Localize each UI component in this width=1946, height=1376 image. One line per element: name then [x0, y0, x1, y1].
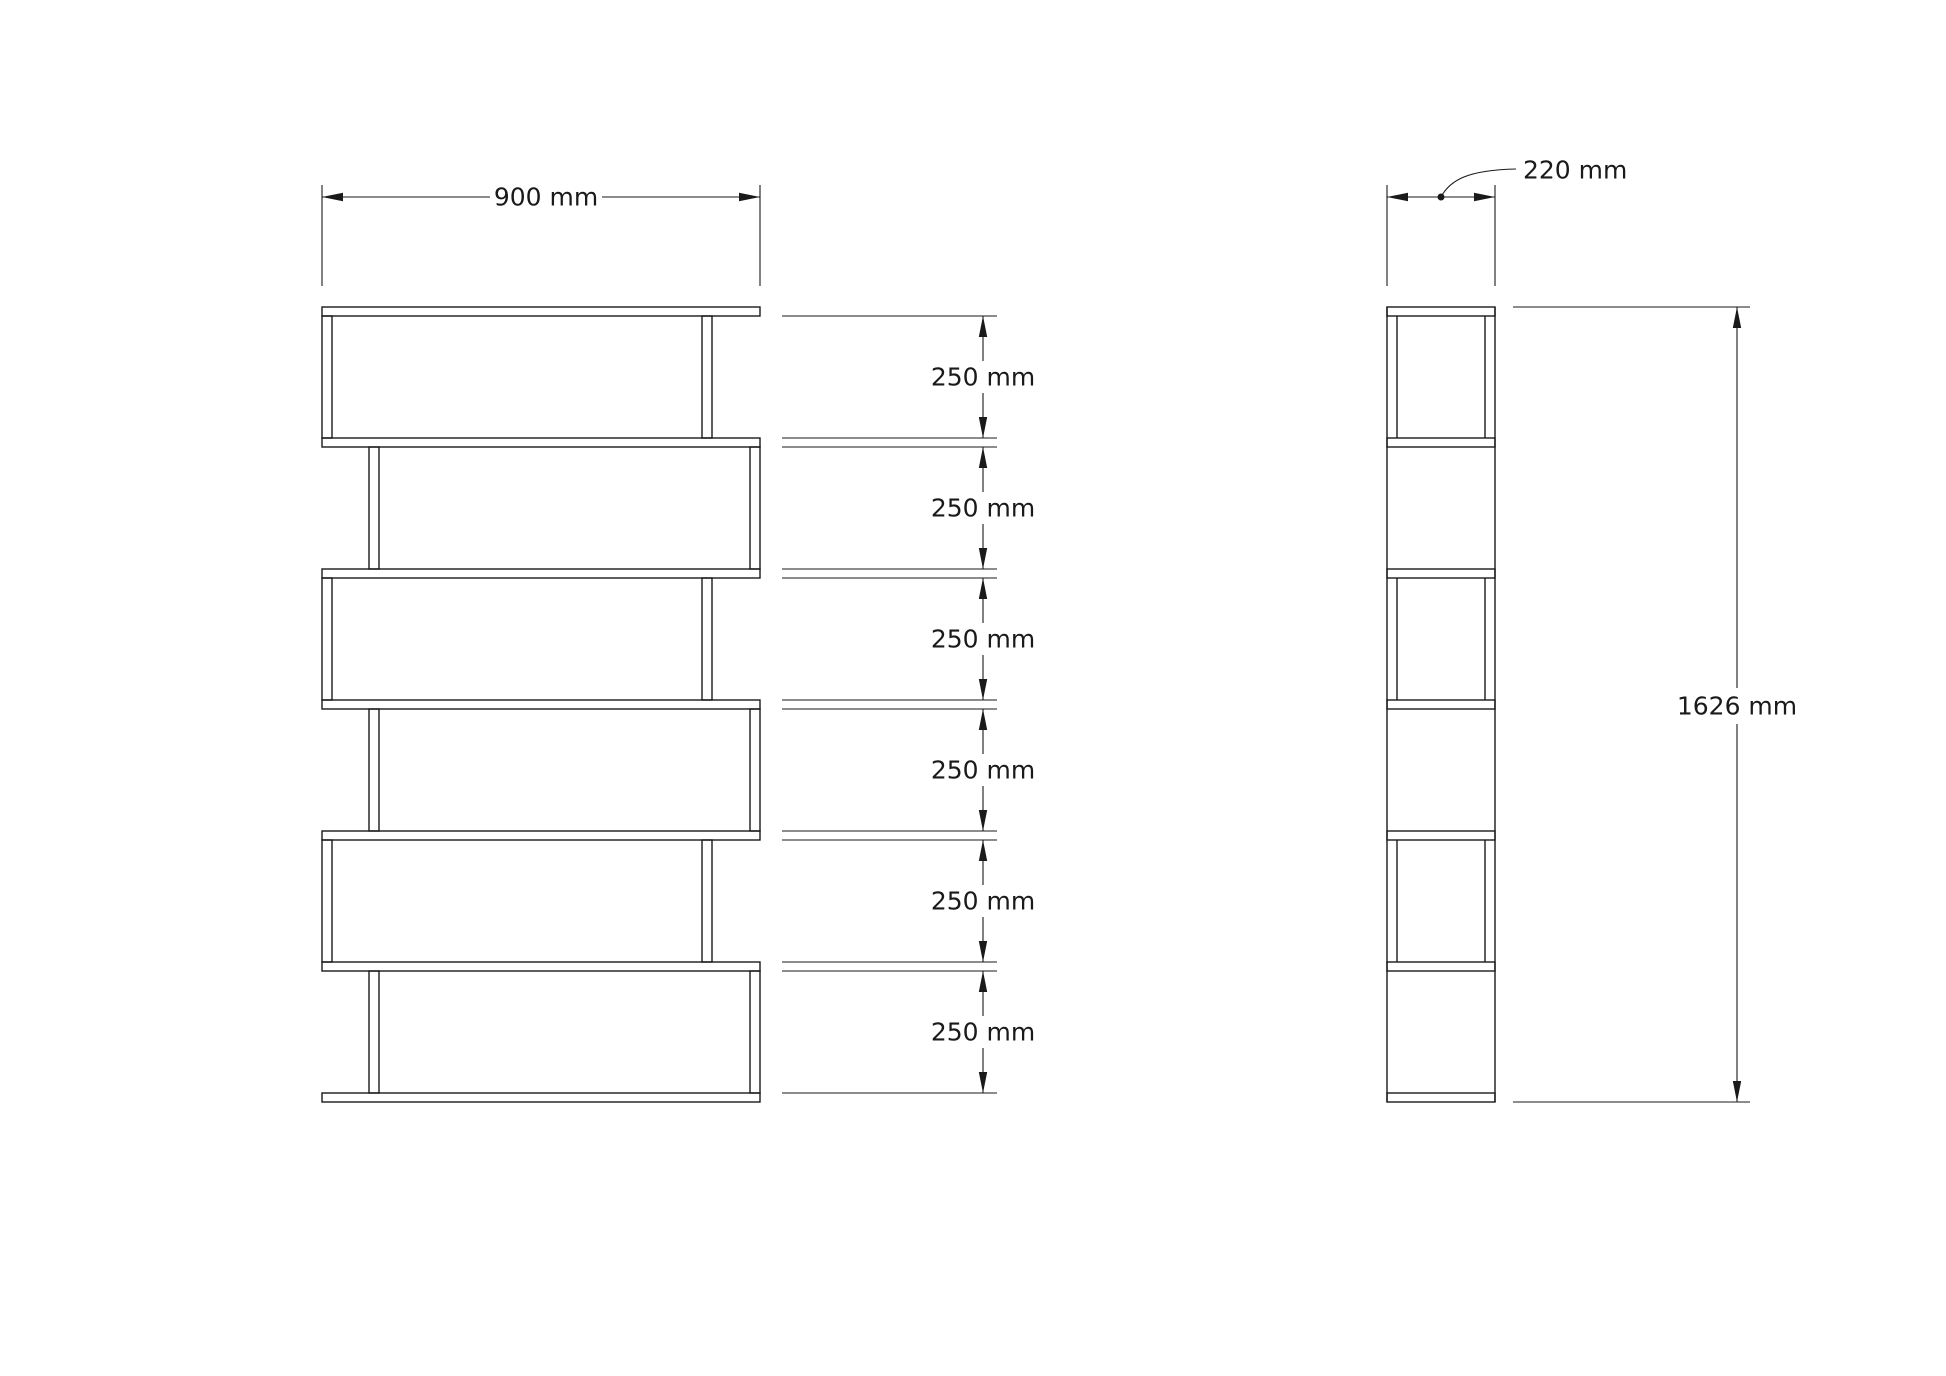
- dim-arrow-down: [978, 810, 988, 831]
- width-arrow-right: [739, 192, 760, 202]
- dim-arrow-up: [978, 316, 988, 337]
- side-shelf-4: [1386, 830, 1496, 841]
- side-shelf-2: [1386, 568, 1496, 579]
- compartment-dimension-label: 250 mm: [931, 363, 1035, 392]
- side-top-board: [1386, 306, 1496, 317]
- front-shelf-3: [321, 699, 761, 710]
- height-dimension: 1626 mm: [1513, 306, 1797, 1103]
- dim-arrow-up: [978, 578, 988, 599]
- dim-arrow-up: [978, 447, 988, 468]
- dim-arrow-up: [978, 971, 988, 992]
- compartment-dimension-label: 250 mm: [931, 756, 1035, 785]
- compartment-dimension-label: 250 mm: [931, 494, 1035, 523]
- compartment-dimension-5: 250 mm: [931, 840, 1035, 962]
- front-shelf-4: [321, 830, 761, 841]
- front-panel-c6-right: [749, 970, 761, 1094]
- dim-arrow-up: [978, 709, 988, 730]
- front-view: [321, 306, 761, 1103]
- height-arrow-up: [1732, 307, 1742, 328]
- depth-dimension-label: 220 mm: [1523, 156, 1627, 185]
- front-panel-c1-left: [321, 315, 333, 439]
- dim-arrow-down: [978, 679, 988, 700]
- height-arrow-down: [1732, 1081, 1742, 1102]
- side-shelf-3: [1386, 699, 1496, 710]
- depth-arrow-left: [1387, 192, 1408, 202]
- front-panel-c2-right: [749, 446, 761, 570]
- front-shelf-1: [321, 437, 761, 448]
- side-view: [1386, 306, 1496, 1103]
- front-bottom-board: [321, 1092, 761, 1103]
- width-arrow-left: [322, 192, 343, 202]
- front-panel-c3-left: [321, 577, 333, 701]
- side-shelf-5: [1386, 961, 1496, 972]
- dim-arrow-down: [978, 548, 988, 569]
- height-dimension-label: 1626 mm: [1677, 692, 1797, 721]
- side-shelf-1: [1386, 437, 1496, 448]
- depth-arrow-right: [1474, 192, 1495, 202]
- front-shelf-2: [321, 568, 761, 579]
- compartment-dimensions: 250 mm 250 mm 250 mm 250 mm: [782, 315, 1035, 1094]
- compartment-dimension-label: 250 mm: [931, 1018, 1035, 1047]
- front-panel-c4-left: [368, 708, 380, 832]
- compartment-dimension-2: 250 mm: [931, 447, 1035, 569]
- compartment-dimension-6: 250 mm: [931, 971, 1035, 1093]
- dim-arrow-down: [978, 1072, 988, 1093]
- side-bottom-board: [1386, 1092, 1496, 1103]
- depth-dimension: 220 mm: [1386, 156, 1627, 286]
- front-panel-c5-left: [321, 839, 333, 963]
- compartment-dimension-1: 250 mm: [931, 316, 1035, 438]
- compartment-dimension-label: 250 mm: [931, 625, 1035, 654]
- dim-arrow-up: [978, 840, 988, 861]
- compartment-dimension-label: 250 mm: [931, 887, 1035, 916]
- front-shelf-5: [321, 961, 761, 972]
- compartment-dimension-3: 250 mm: [931, 578, 1035, 700]
- front-panel-c2-left: [368, 446, 380, 570]
- dim-arrow-down: [978, 941, 988, 962]
- dim-arrow-down: [978, 417, 988, 438]
- front-panel-c5-right: [701, 839, 713, 963]
- front-panel-c3-right: [701, 577, 713, 701]
- front-panel-c4-right: [749, 708, 761, 832]
- front-panel-c1-right: [701, 315, 713, 439]
- compartment-dimension-4: 250 mm: [931, 709, 1035, 831]
- width-dimension-label: 900 mm: [494, 183, 598, 212]
- front-top-board: [321, 306, 761, 317]
- width-dimension: 900 mm: [321, 183, 761, 286]
- depth-leader-line: [1440, 168, 1517, 198]
- front-panel-c6-left: [368, 970, 380, 1094]
